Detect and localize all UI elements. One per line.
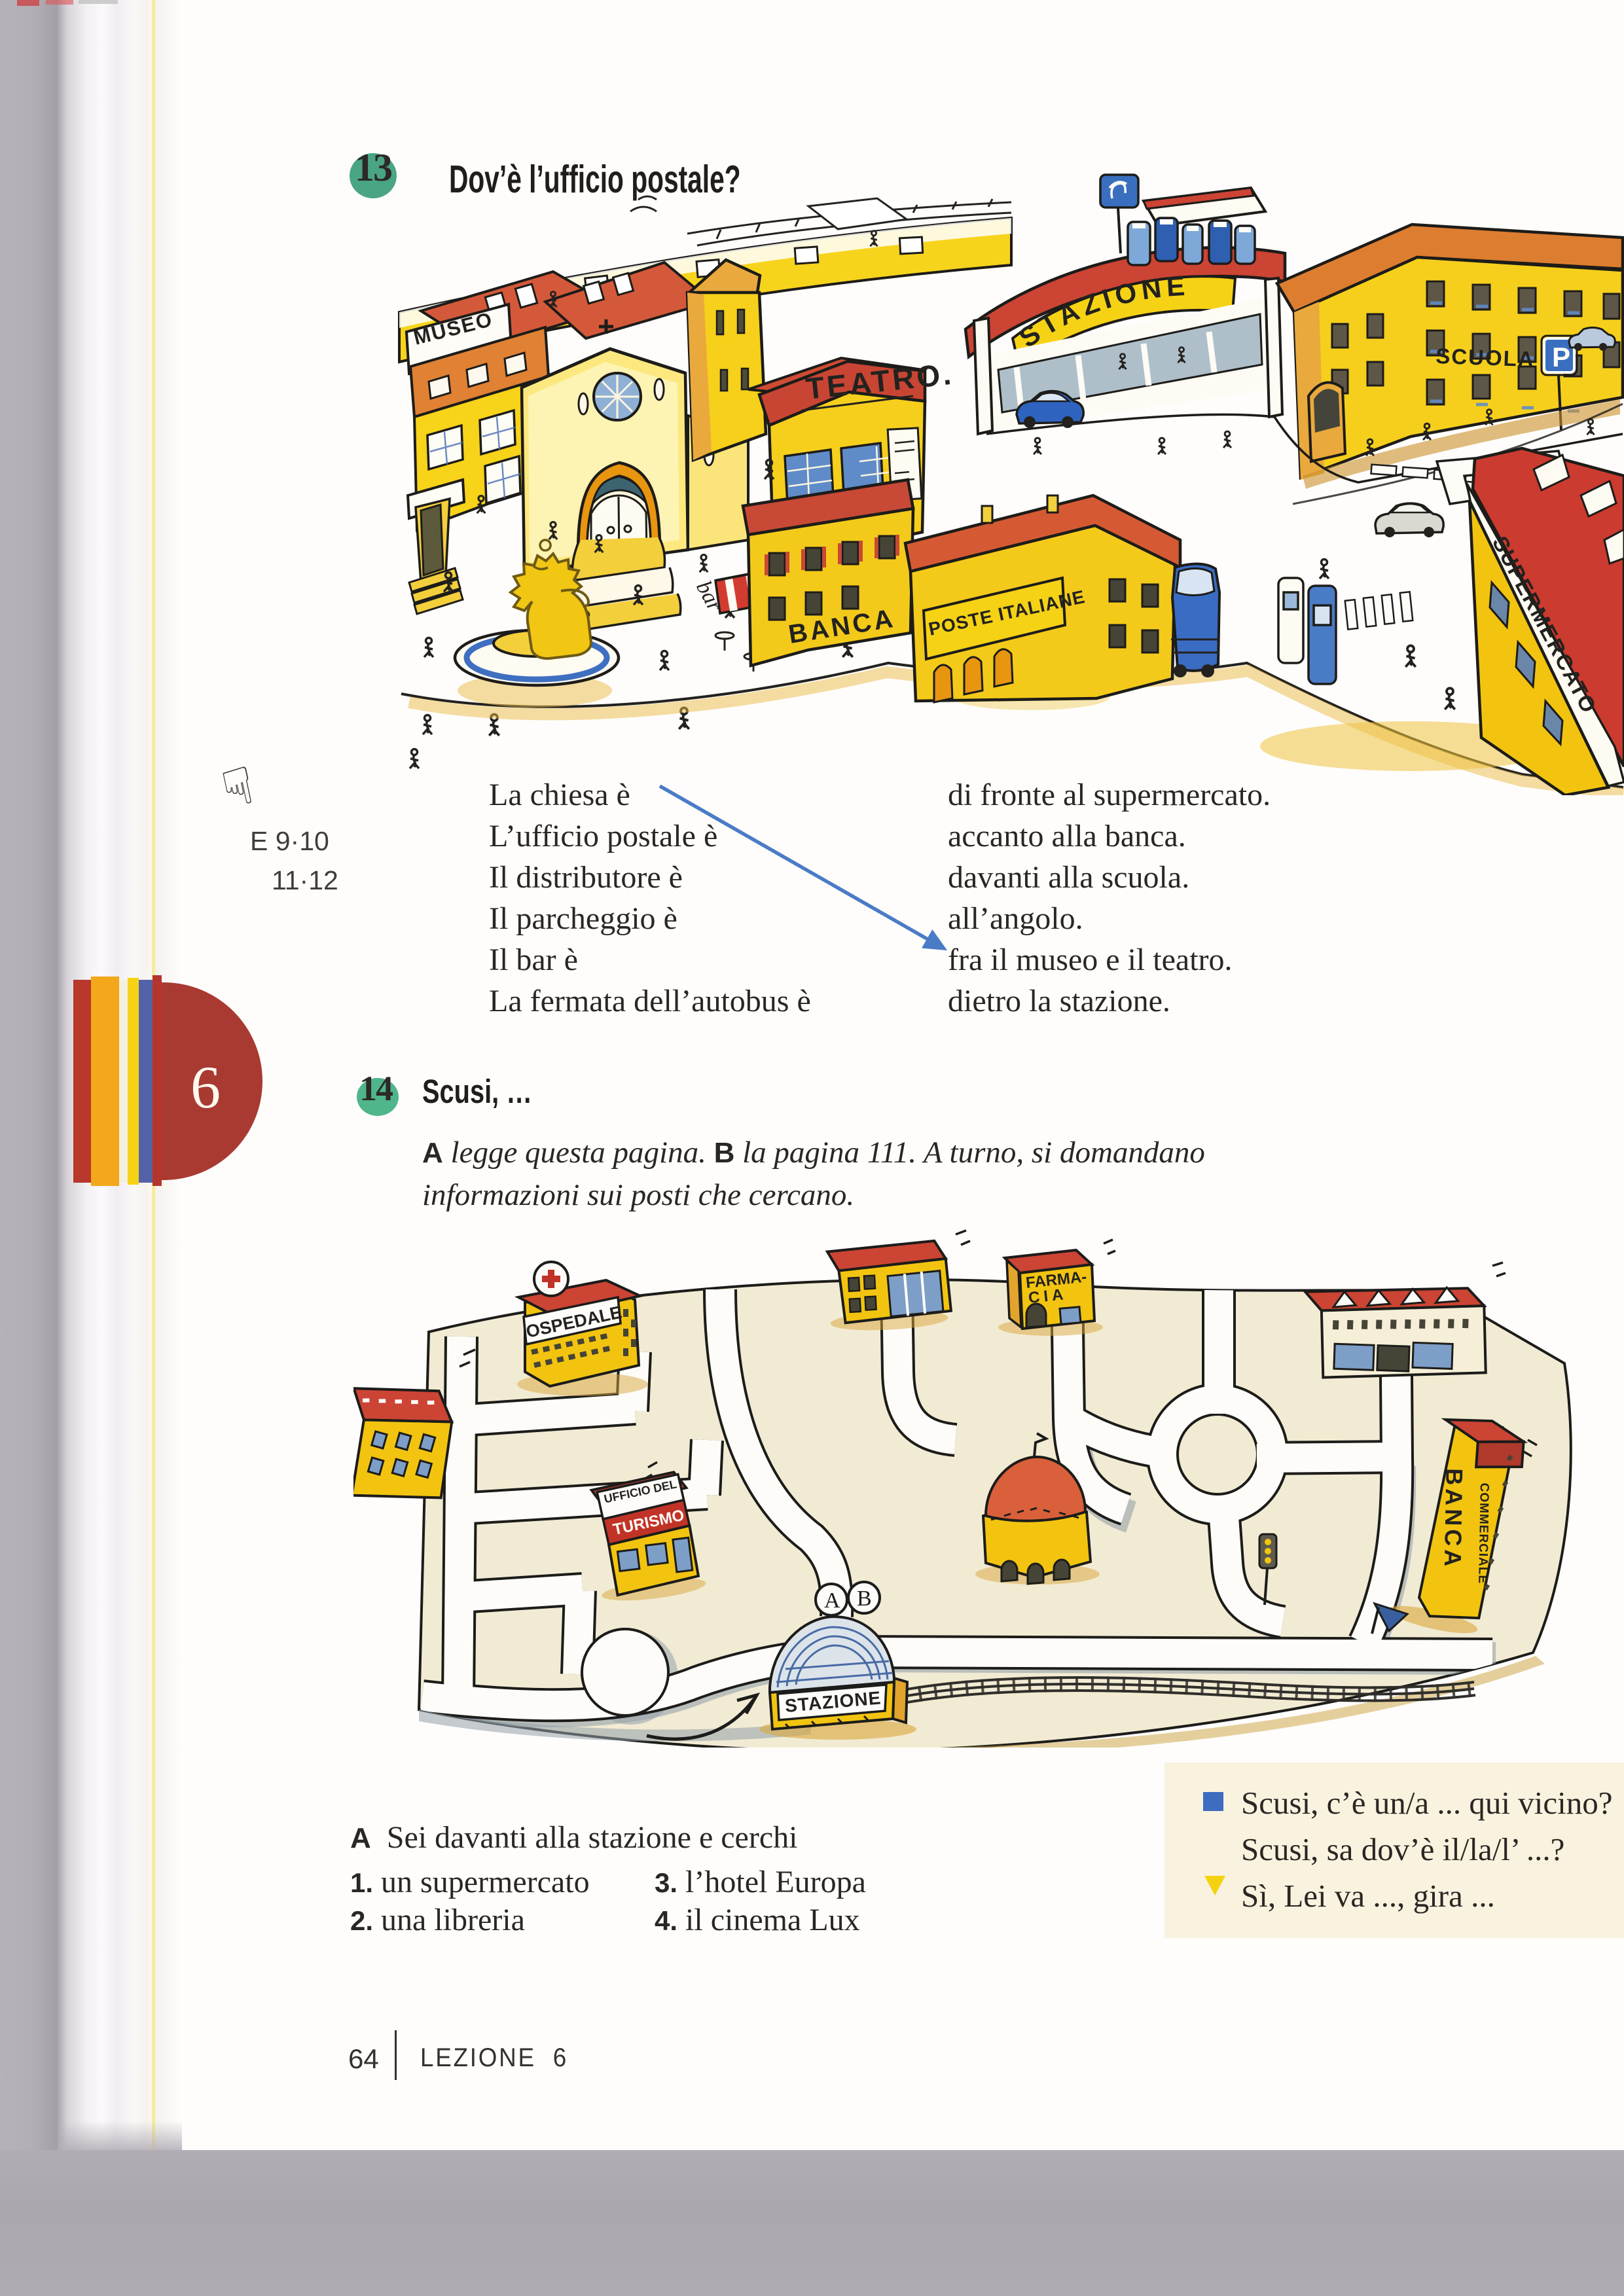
svg-text:B: B [857,1587,872,1611]
svg-text:BANCA: BANCA [1439,1468,1468,1570]
svg-text:COMMERCIALE: COMMERCIALE [1475,1482,1491,1584]
svg-text:P: P [1552,342,1570,372]
svg-text:A: A [824,1588,840,1613]
svg-text:SCUOLA: SCUOLA [1435,344,1536,371]
